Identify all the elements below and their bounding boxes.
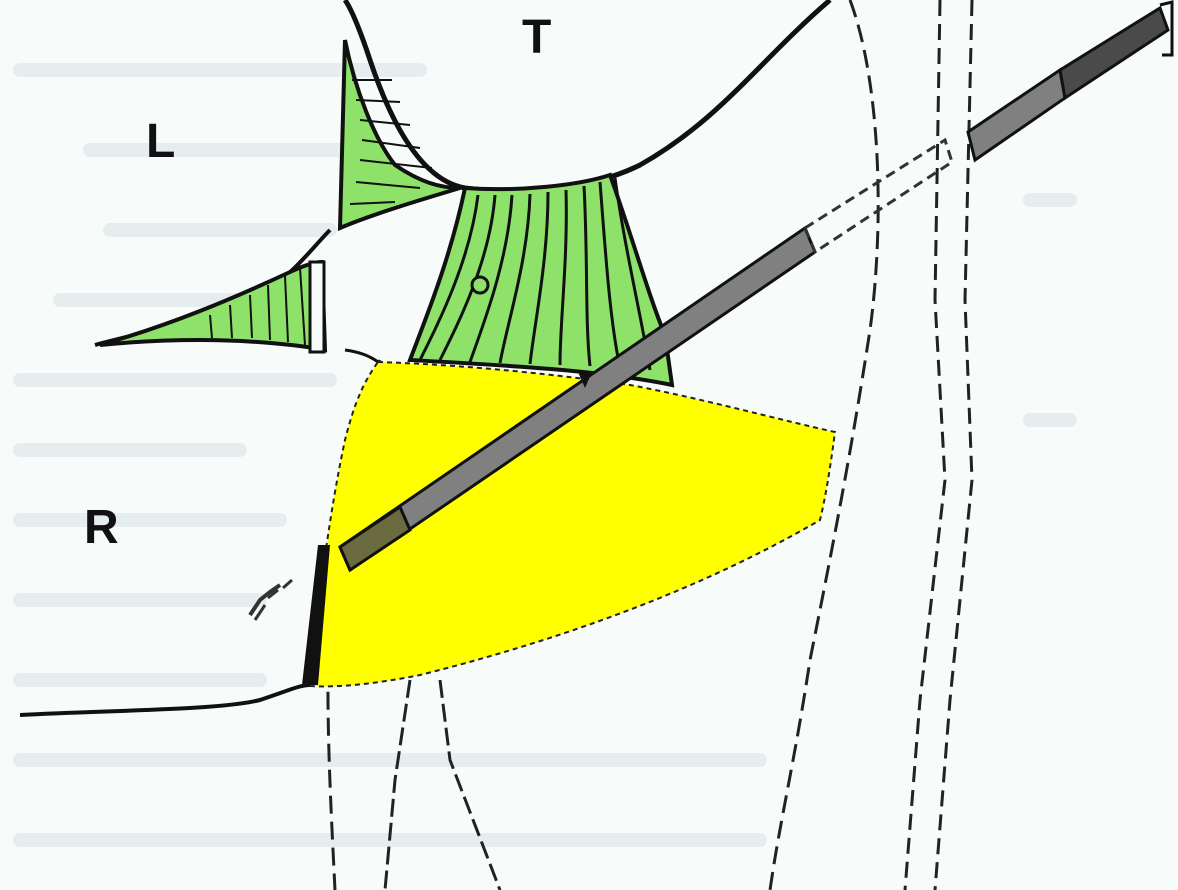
lower-skin-line	[20, 685, 310, 715]
top-outline-curve	[345, 0, 830, 191]
label-t: T	[522, 14, 551, 62]
yellow-top-dash	[345, 350, 378, 362]
right-bone-outline	[905, 0, 972, 890]
label-r: R	[84, 504, 119, 552]
left-edge-marker	[250, 545, 330, 685]
label-l: L	[146, 118, 175, 166]
lower-limb-outlines	[385, 680, 500, 890]
